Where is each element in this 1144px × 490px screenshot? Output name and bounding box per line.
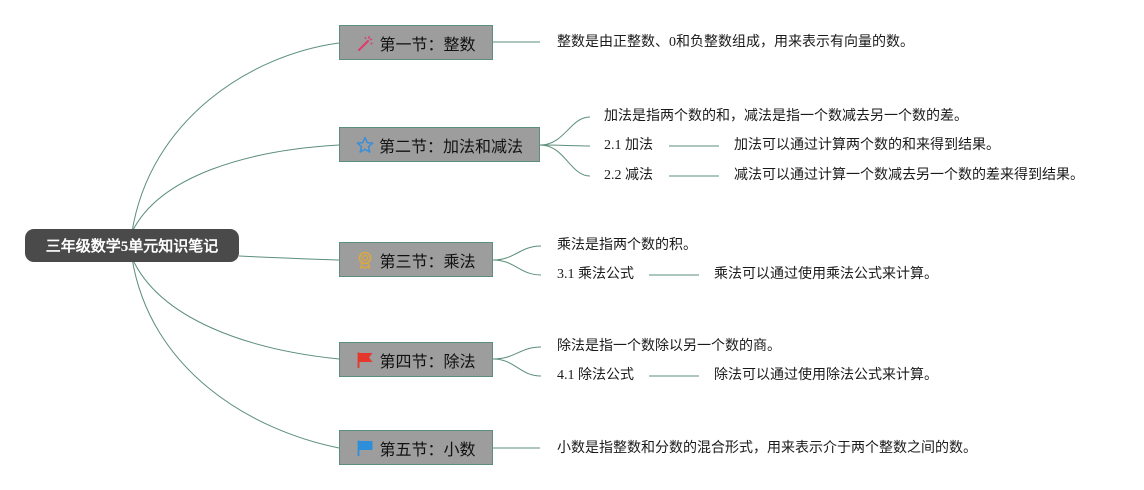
subsection-2-2-text: 减法可以通过计算一个数减去另一个数的差来得到结果。 — [734, 168, 1084, 183]
link-sec2-text — [539, 116, 591, 146]
blue-flag-icon — [356, 439, 374, 457]
link-root-sec1 — [131, 42, 340, 233]
medal-icon — [356, 251, 374, 269]
section-4-node[interactable]: 第四节：除法 — [339, 342, 493, 377]
subsection-2-1-label[interactable]: 2.1 加法 — [604, 138, 653, 153]
section-4-text: 除法是指一个数除以另一个数的商。 — [557, 339, 781, 354]
subsection-2-1-text: 加法可以通过计算两个数的和来得到结果。 — [734, 138, 1000, 153]
link-root-sec3 — [238, 255, 340, 261]
link-sec4-text — [492, 346, 542, 360]
magic-wand-icon — [356, 34, 374, 52]
root-title: 三年级数学5单元知识笔记 — [45, 239, 219, 255]
link-root-sec2 — [131, 144, 340, 233]
section-3-title: 第三节：乘法 — [379, 253, 476, 271]
link-sec4-sub1 — [492, 358, 542, 377]
section-5-text: 小数是指整数和分数的混合形式，用来表示介于两个整数之间的数。 — [557, 441, 977, 456]
section-3-text: 乘法是指两个数的积。 — [557, 238, 697, 253]
section-1-text: 整数是由正整数、0和负整数组成，用来表示有向量的数。 — [557, 35, 914, 50]
star-icon — [356, 136, 374, 154]
subsection-2-2-label[interactable]: 2.2 减法 — [604, 168, 653, 183]
section-3-node[interactable]: 第三节：乘法 — [339, 242, 493, 277]
link-sec2-sub1 — [539, 144, 591, 147]
section-4-title: 第四节：除法 — [379, 353, 476, 371]
section-5-title: 第五节：小数 — [379, 441, 476, 459]
subsection-3-1-text: 乘法可以通过使用乘法公式来计算。 — [714, 267, 938, 282]
root-topic[interactable]: 三年级数学5单元知识笔记 — [25, 229, 239, 262]
section-5-node[interactable]: 第五节：小数 — [339, 430, 493, 465]
red-flag-icon — [356, 351, 374, 369]
section-2-node[interactable]: 第二节：加法和减法 — [339, 127, 540, 162]
subsection-4-1-label[interactable]: 4.1 除法公式 — [557, 368, 634, 383]
link-sec3-sub1 — [492, 259, 542, 276]
link-root-sec5 — [131, 257, 340, 449]
subsection-3-1-label[interactable]: 3.1 乘法公式 — [557, 267, 634, 282]
section-2-text: 加法是指两个数的和，减法是指一个数减去另一个数的差。 — [604, 109, 968, 124]
section-1-title: 第一节：整数 — [379, 36, 476, 54]
link-sec2-sub2 — [539, 144, 591, 177]
link-root-sec4 — [131, 257, 340, 360]
section-2-title: 第二节：加法和减法 — [378, 138, 523, 156]
section-1-node[interactable]: 第一节：整数 — [339, 25, 493, 60]
subsection-4-1-text: 除法可以通过使用除法公式来计算。 — [714, 368, 938, 383]
link-sec3-text — [492, 245, 542, 261]
